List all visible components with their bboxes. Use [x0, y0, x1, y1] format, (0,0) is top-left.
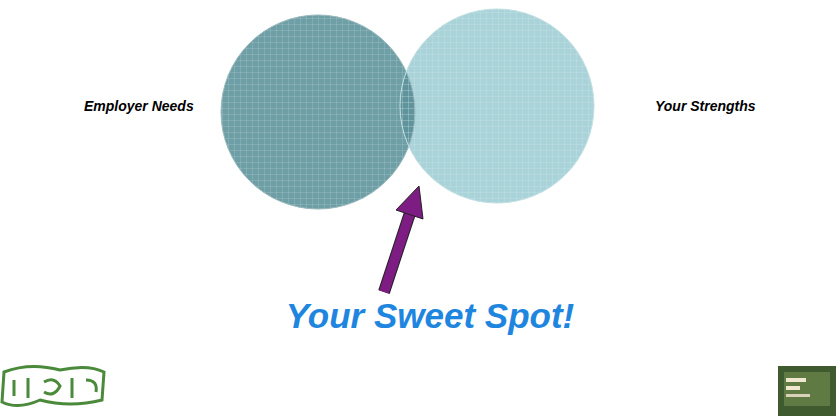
- callout-title: Your Sweet Spot!: [286, 296, 574, 336]
- overlap: [400, 9, 594, 203]
- right-outline: [400, 9, 594, 203]
- logo-left: [2, 366, 104, 405]
- side-label: Your Strengths: [655, 98, 756, 114]
- left-circle: [221, 15, 415, 209]
- left-outline: [221, 15, 415, 209]
- right-circle: [400, 9, 594, 203]
- side-label: Employer Needs: [84, 98, 194, 114]
- pointer-arrow: [384, 186, 423, 292]
- logo-right: [778, 366, 836, 416]
- left-grid: [221, 15, 415, 209]
- right-grid: [400, 9, 594, 203]
